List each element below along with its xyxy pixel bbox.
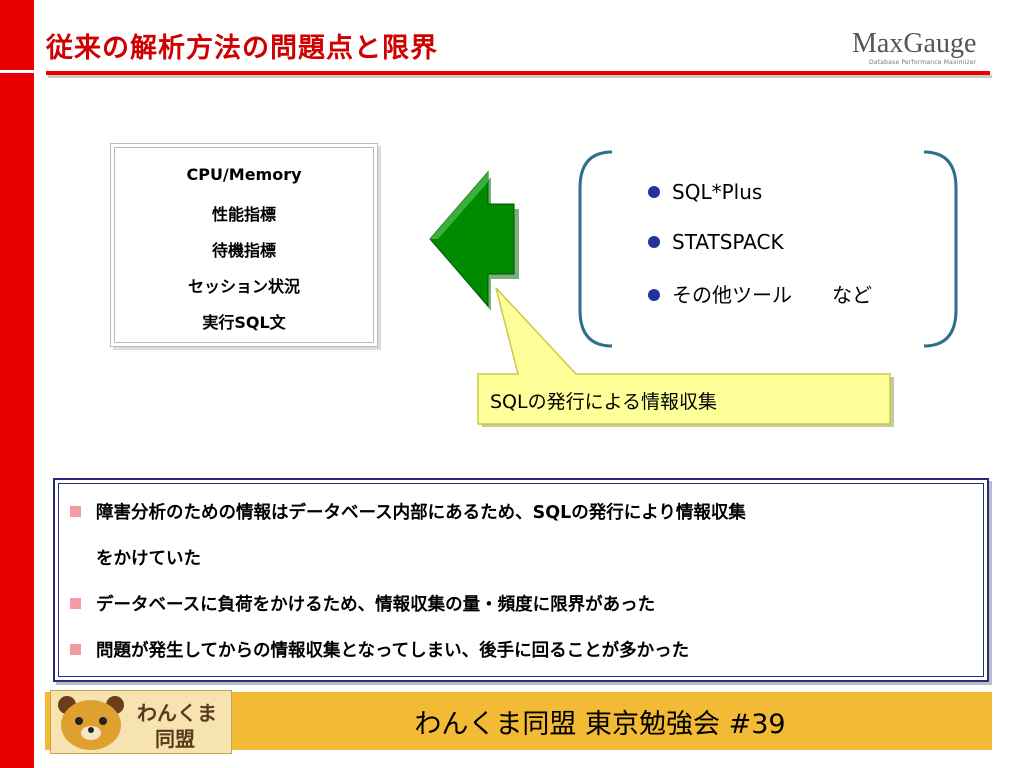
problems-box — [53, 478, 989, 682]
problem-item: 問題が発生してからの情報収集となってしまい、後手に回ることが多かった — [96, 641, 690, 661]
badge-line2: 同盟 — [155, 727, 195, 751]
left-accent-bar — [0, 0, 34, 768]
square-bullet-icon — [70, 644, 81, 655]
slide-title: 従来の解析方法の問題点と限界 — [46, 33, 438, 64]
tool-item: SQL*Plus — [648, 180, 762, 204]
bear-logo-icon — [58, 696, 124, 750]
metric-item: CPU/Memory — [186, 165, 302, 184]
badge-line1: わんくま — [137, 701, 217, 725]
square-bullet-icon — [70, 506, 81, 517]
tool-label: その他ツール など — [672, 283, 872, 307]
title-underline-shadow — [48, 75, 992, 78]
problem-item: 障害分析のための情報はデータベース内部にあるため、SQLの発行により情報収集 — [96, 503, 746, 523]
metric-item: 性能指標 — [211, 205, 276, 224]
square-bullet-icon — [70, 598, 81, 609]
footer-text: わんくま同盟 東京勉強会 #39 — [414, 709, 786, 740]
problem-item-continuation: をかけていた — [96, 549, 201, 569]
title-underline — [46, 71, 990, 75]
metrics-box: CPU/Memory 性能指標 待機指標 セッション状況 実行SQL文 — [110, 143, 378, 347]
metric-item: 待機指標 — [211, 241, 276, 260]
metric-item: 実行SQL文 — [202, 313, 286, 332]
tool-label: SQL*Plus — [672, 180, 763, 204]
tool-item: STATSPACK — [648, 230, 784, 254]
problem-item: データベースに負荷をかけるため、情報収集の量・頻度に限界があった — [96, 595, 656, 615]
callout-text: SQLの発行による情報収集 — [490, 391, 718, 413]
left-arrow-icon — [429, 170, 519, 310]
callout-bubble — [477, 287, 894, 427]
tool-label: STATSPACK — [672, 230, 784, 254]
left-bar-divider — [0, 70, 34, 73]
metric-item: セッション状況 — [187, 277, 300, 296]
bullet-icon — [648, 185, 660, 198]
bullet-icon — [648, 288, 660, 301]
problems-box-inner-border — [58, 483, 984, 677]
wankuma-badge: わんくま 同盟 — [50, 690, 232, 754]
metrics-box-inner-border — [114, 147, 374, 343]
maxgauge-logo: MaxGauge Database Performance Maximizer — [852, 28, 977, 67]
tool-item: その他ツール など — [648, 279, 872, 308]
logo-tagline: Database Performance Maximizer — [869, 59, 977, 66]
bullet-icon — [648, 235, 660, 248]
logo-wordmark: MaxGauge — [852, 28, 977, 59]
tools-bracket — [578, 150, 958, 348]
